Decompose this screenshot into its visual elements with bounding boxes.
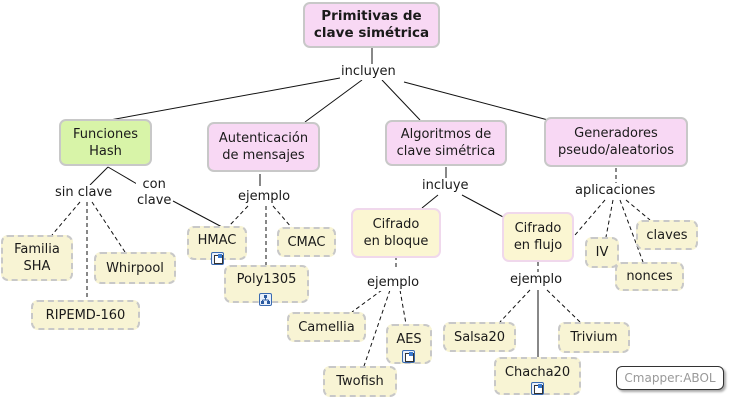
link-line [107, 166, 138, 185]
example-camellia[interactable]: Camellia [287, 312, 366, 342]
example-iv[interactable]: IV [585, 237, 619, 268]
linking-phrase-sin-clave[interactable]: sin clave [54, 185, 114, 201]
link-line [109, 77, 341, 121]
link-line-dashed [546, 289, 581, 323]
hierarchy-icon [261, 295, 270, 304]
concept-map-resource-icon[interactable] [259, 293, 272, 306]
concept-algoritmos-clave-simetrica[interactable]: Algoritmos de clave simétrica [385, 120, 507, 166]
example-familia-sha[interactable]: Familia SHA [1, 235, 73, 281]
example-claves[interactable]: claves [636, 220, 698, 250]
linking-phrase-con-clave[interactable]: con clave [136, 177, 173, 209]
link-line-dashed [399, 289, 407, 325]
link-line-dashed [229, 205, 249, 226]
example-trivium[interactable]: Trivium [558, 322, 630, 353]
link-line-dashed [91, 201, 126, 253]
document-resource-icon[interactable] [531, 382, 544, 395]
example-whirpool[interactable]: Whirpool [94, 252, 176, 284]
root-concept[interactable]: Primitivas de clave simétrica [303, 2, 440, 48]
link-line-dashed [625, 199, 651, 221]
concept-autenticacion-mensajes[interactable]: Autenticación de mensajes [207, 122, 320, 172]
example-nonces[interactable]: nonces [615, 262, 684, 291]
document-resource-icon[interactable] [402, 350, 415, 363]
example-cmac[interactable]: CMAC [277, 227, 336, 257]
link-line-dashed [351, 289, 383, 313]
linking-phrase-aplicaciones[interactable]: aplicaciones [574, 183, 657, 199]
link-line [421, 194, 439, 209]
link-line [172, 200, 223, 228]
document-resource-icon[interactable] [211, 252, 224, 265]
link-line [403, 81, 549, 121]
document-icon-picture [409, 352, 413, 356]
linking-phrase-incluyen[interactable]: incluyen [340, 64, 397, 80]
link-line-dashed [51, 201, 81, 236]
link-line-dashed [605, 199, 614, 238]
document-icon-picture [538, 384, 542, 388]
link-line [381, 79, 421, 121]
link-line-dashed [499, 289, 531, 323]
linking-phrase-incluye[interactable]: incluye [421, 178, 470, 194]
link-line-dashed [363, 289, 391, 367]
document-icon-picture [218, 254, 222, 258]
link-line [461, 194, 506, 219]
watermark-badge: Cmapper:ABOL [616, 366, 724, 390]
example-twofish[interactable]: Twofish [323, 366, 397, 397]
linking-phrase-ejemplo-mac[interactable]: ejemplo [237, 189, 292, 205]
link-line [304, 79, 363, 123]
concept-cifrado-bloque[interactable]: Cifrado en bloque [351, 208, 441, 258]
linking-phrase-ejemplo-bloque[interactable]: ejemplo [366, 275, 421, 291]
link-line [89, 166, 109, 186]
link-line-dashed [272, 205, 293, 229]
example-ripemd-160[interactable]: RIPEMD-160 [31, 300, 140, 330]
example-salsa20[interactable]: Salsa20 [443, 322, 516, 352]
concept-generadores[interactable]: Generadores pseudo/aleatorios [544, 117, 688, 167]
concept-cifrado-flujo[interactable]: Cifrado en flujo [502, 212, 574, 262]
concept-funciones-hash[interactable]: Funciones Hash [59, 119, 152, 166]
linking-phrase-ejemplo-flujo[interactable]: ejemplo [509, 272, 564, 288]
example-aes[interactable]: AES [386, 324, 432, 364]
link-line-dashed [574, 199, 606, 236]
